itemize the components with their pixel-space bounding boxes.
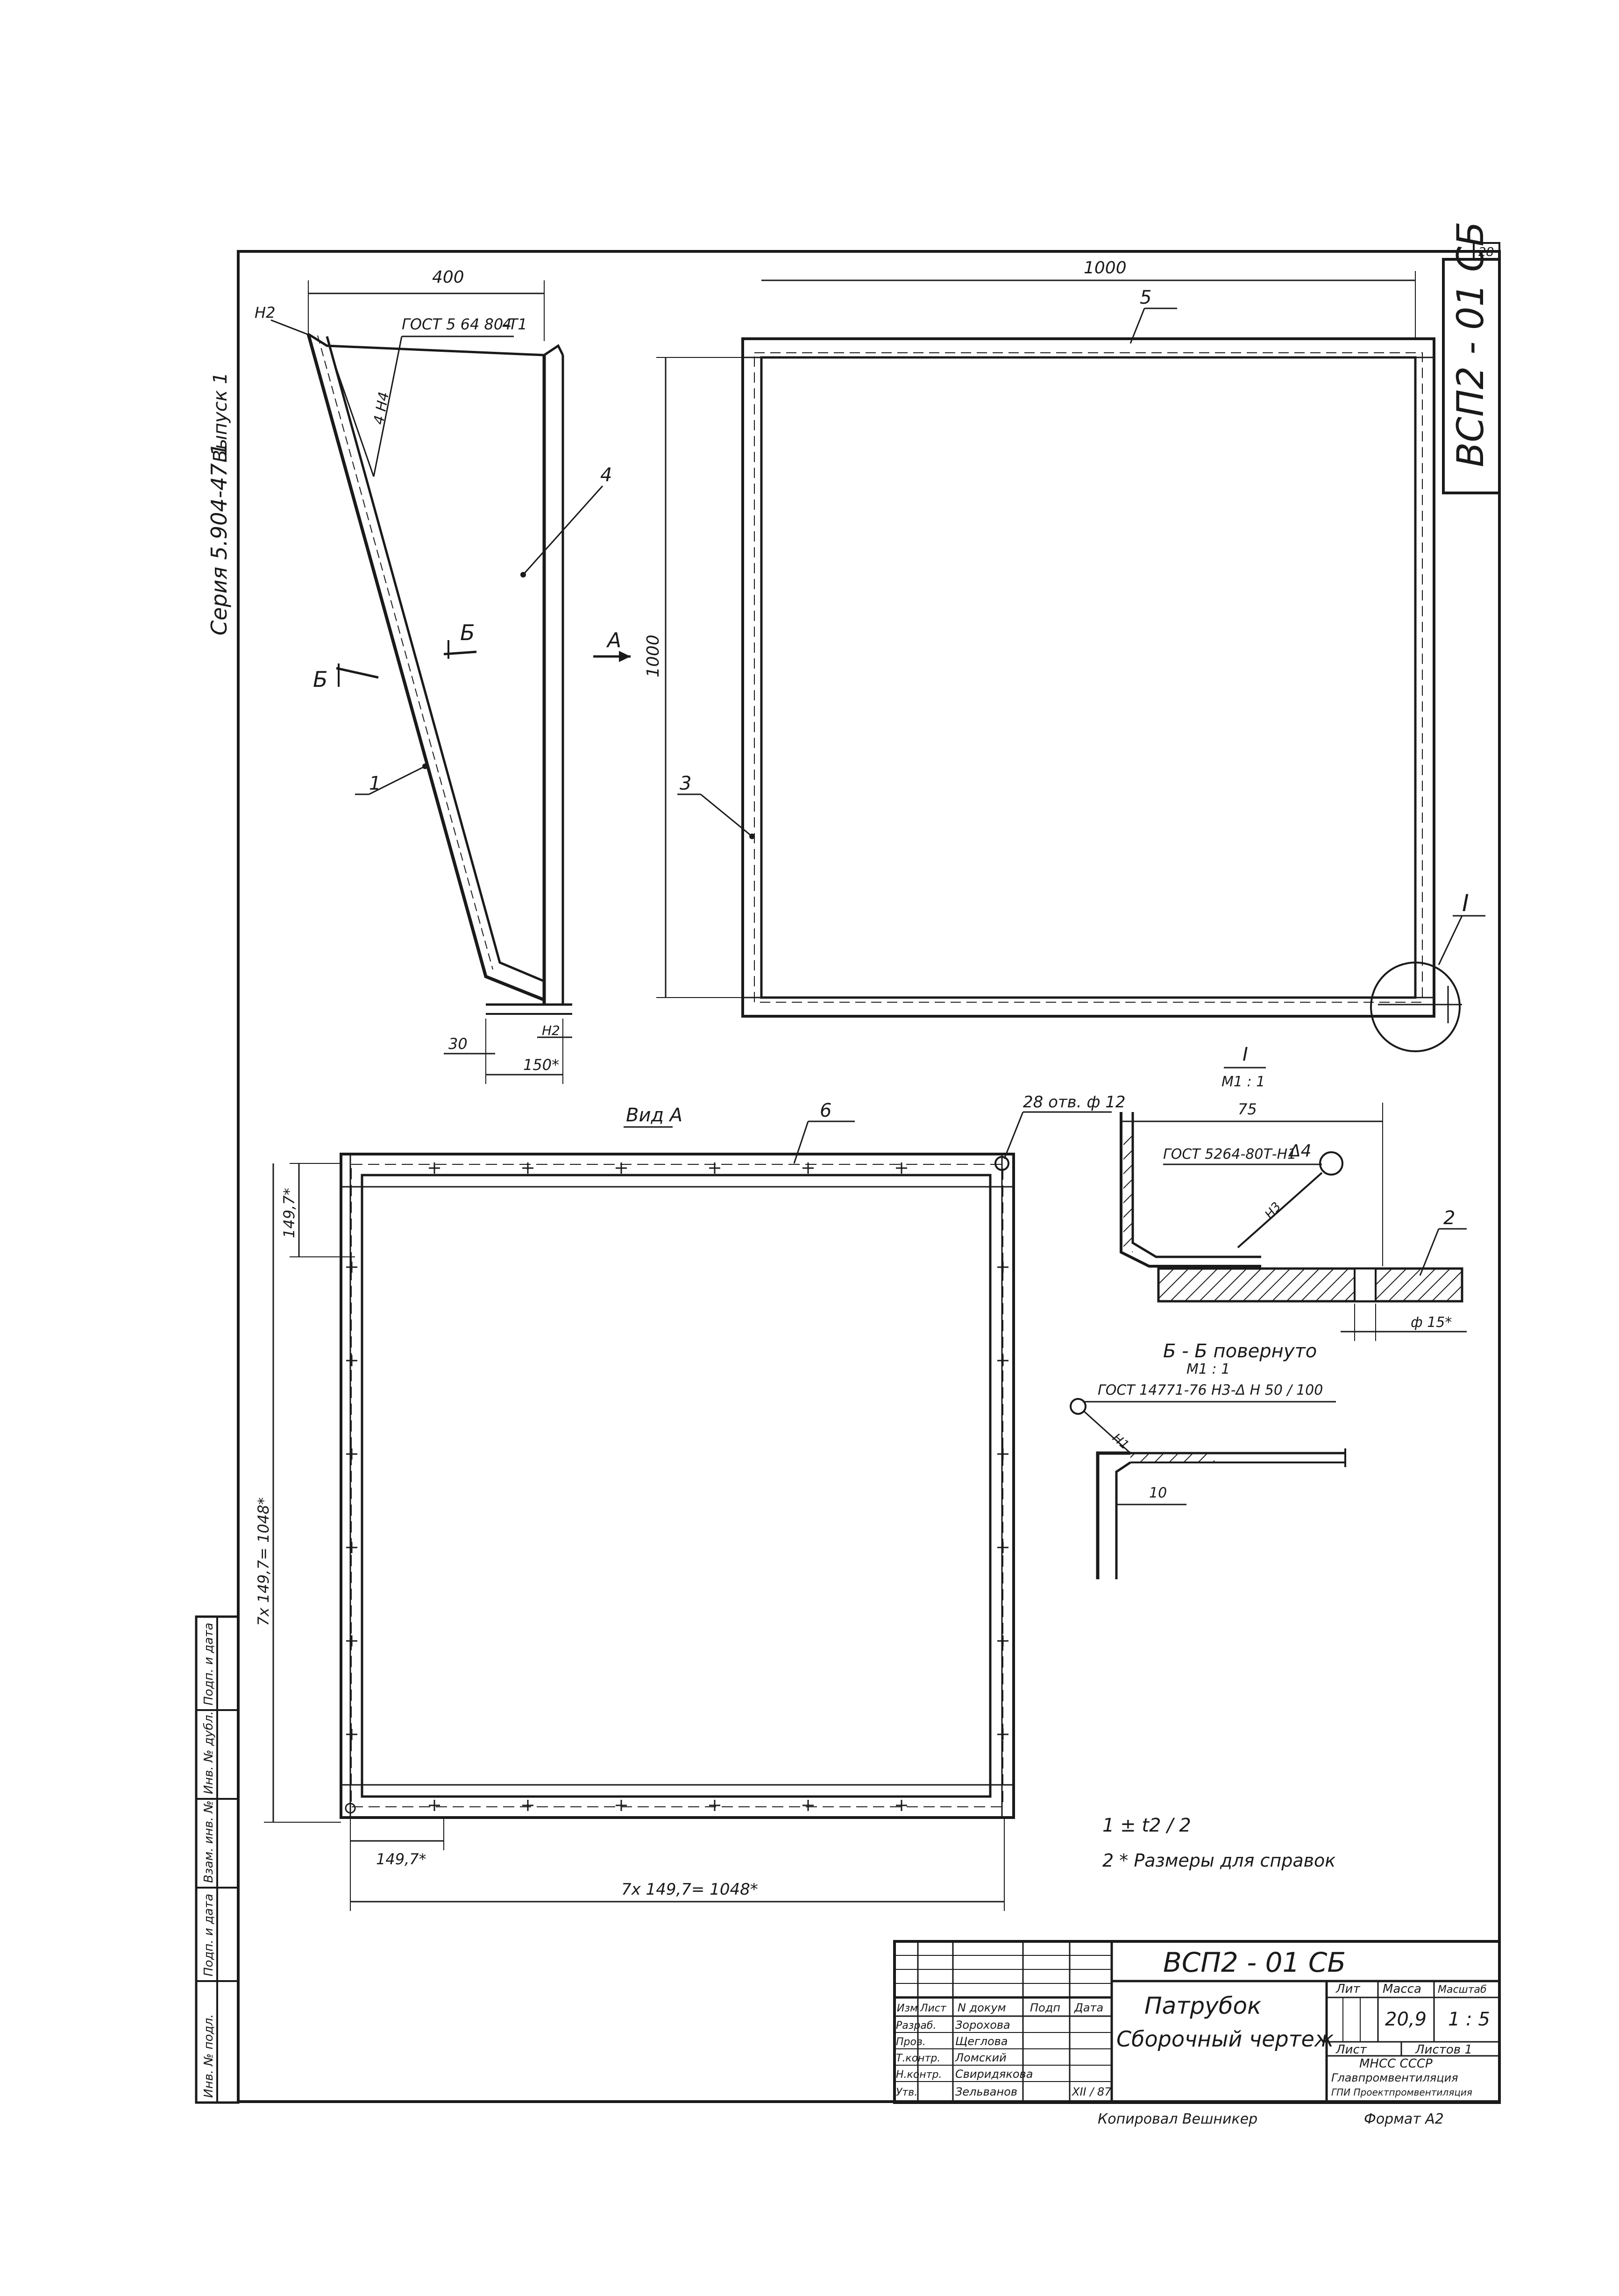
side-dim-top: 400 xyxy=(432,268,464,287)
detail-1-dim: 75 xyxy=(1238,1100,1257,1118)
tb-head-izm: Изм xyxy=(897,2003,918,2014)
view-a-dim-side-horizontal: 7х 149,7= 1048* xyxy=(621,1880,758,1899)
tb-org-line3: ГПИ Проектпромвентиляция xyxy=(1331,2087,1472,2098)
side-dim-bottom-small: 30 xyxy=(448,1035,468,1053)
tb-org-line2: Главпромвентиляция xyxy=(1331,2071,1458,2084)
stamp-field-2: Подп. и дата xyxy=(202,1894,216,1976)
view-a-dim-pitch-horizontal: 149,7* xyxy=(376,1850,426,1868)
view-a-dim-pitch-vertical: 149,7* xyxy=(280,1188,298,1238)
tb-head-doc: N докум xyxy=(958,2001,1006,2014)
view-a-title: Вид А xyxy=(626,1105,682,1126)
detail-1-hole-dim: ф 15* xyxy=(1411,1314,1452,1331)
side-part-1: 1 xyxy=(369,773,381,794)
tb-lit-label: Лит xyxy=(1335,1982,1360,1996)
sheet-frame: 28 xyxy=(237,242,1501,2103)
side-part-4: 4 xyxy=(600,464,612,486)
section-bb: Б - Б повернуто М1 : 1 ГОСТ 14771-76 Н3-… xyxy=(1070,1341,1346,1579)
stamp-field-1: Инв. № подл. xyxy=(202,2014,216,2098)
left-stamp: Подп. и дата Инв. № дубл. Взам. инв. № П… xyxy=(195,1615,240,2104)
tb-scale: 1 : 5 xyxy=(1448,2009,1490,2030)
front-view: 1000 1000 5 3 I xyxy=(644,258,1485,1052)
view-a: Вид А 6 28 отв. ф 12 149,7* xyxy=(255,1093,1125,1911)
detail-1-weld-leg: Δ4 xyxy=(1288,1141,1312,1161)
tb-row-4-name: Свиридякова xyxy=(955,2068,1033,2081)
tb-row-5-name: Зельванов xyxy=(955,2085,1017,2098)
top-designation: ВСП2 - 01 СБ xyxy=(1450,221,1492,467)
tb-name-line1: Патрубок xyxy=(1144,1992,1261,2019)
front-dim-width: 1000 xyxy=(1084,258,1127,278)
tb-row-2-role: Пров. xyxy=(896,2036,926,2048)
stamp-field-3: Взам. инв. № xyxy=(202,1800,216,1883)
detail-1-weld-note: ГОСТ 5264-80Т-Н1 xyxy=(1163,1146,1296,1162)
stamp-field-4: Инв. № дубл. xyxy=(202,1711,216,1794)
side-section-mark-right: Б xyxy=(460,620,475,645)
tb-row-1-role: Разраб. xyxy=(896,2020,936,2032)
detail-1: I М1 : 1 75 ГОСТ 5264-80Т-Н1 Δ4 Н3 2 ф 1… xyxy=(1120,1044,1467,1341)
side-dim-bottom: 150* xyxy=(523,1056,559,1074)
tb-name-line2: Сборочный чертеж xyxy=(1116,2026,1334,2052)
side-weld-top: Н2 xyxy=(255,304,275,321)
detail-1-weld-size: Н3 xyxy=(1262,1200,1284,1222)
side-weld-bottom: Н2 xyxy=(542,1023,560,1038)
section-bb-scale: М1 : 1 xyxy=(1186,1361,1230,1377)
detail-1-title: I xyxy=(1243,1044,1248,1065)
tb-head-list: Лист xyxy=(920,2003,947,2014)
tb-mass-label: Масса xyxy=(1383,1982,1421,1996)
front-dim-height: 1000 xyxy=(644,635,663,677)
tb-row-3-name: Ломский xyxy=(955,2051,1007,2064)
tb-sheets-label: Листов 1 xyxy=(1415,2043,1472,2057)
detail-1-scale: М1 : 1 xyxy=(1221,1074,1265,1090)
tb-row-3-role: Т.контр. xyxy=(896,2053,940,2064)
side-view-arrow: А xyxy=(606,628,621,652)
issue-label: Выпуск 1 xyxy=(210,372,231,463)
tb-mass: 20,9 xyxy=(1385,2009,1427,2030)
side-section-mark-left: Б xyxy=(313,667,328,692)
front-part-3: 3 xyxy=(680,773,691,794)
tb-row-4-role: Н.контр. xyxy=(896,2069,942,2081)
front-detail-mark: I xyxy=(1462,890,1469,917)
top-designation-box: ВСП2 - 01 СБ xyxy=(1442,221,1501,494)
notes: 1 ± t2 / 2 2 * Размеры для справок xyxy=(1102,1815,1335,1871)
tb-date: XII / 87 xyxy=(1071,2085,1112,2098)
view-a-dim-side-vertical: 7х 149,7= 1048* xyxy=(255,1497,272,1626)
series-label: Серия 5.904-47.1 xyxy=(206,442,232,635)
tb-designation: ВСП2 - 01 СБ xyxy=(1163,1947,1346,1978)
title-block: Изм Лист N докум Подп Дата Разраб. Зорох… xyxy=(893,1940,1501,2104)
copied-by: Копировал Вешникер xyxy=(1098,2111,1257,2127)
tb-sheet-label: Лист xyxy=(1335,2043,1367,2057)
stamp-field-5: Подп. и дата xyxy=(202,1623,216,1705)
side-view: 400 ГОСТ 5 64 80-Т1 4 4 Н4 Н2 4 1 Б Б А … xyxy=(255,268,631,1084)
tb-row-5-role: Утв. xyxy=(896,2087,917,2098)
tb-head-date: Дата xyxy=(1074,2001,1103,2014)
detail-1-part-2: 2 xyxy=(1443,1207,1455,1229)
sheet-format: Формат А2 xyxy=(1364,2111,1444,2127)
view-a-holes-note: 28 отв. ф 12 xyxy=(1023,1093,1125,1112)
tb-head-sign: Подп xyxy=(1030,2001,1060,2014)
side-weld-size: 4 Н4 xyxy=(370,391,392,426)
section-bb-weld-note: ГОСТ 14771-76 Н3-Δ Н 50 / 100 xyxy=(1098,1382,1323,1398)
tb-scale-label: Масштаб xyxy=(1438,1984,1487,1996)
view-a-part-6: 6 xyxy=(820,1100,831,1121)
note-1: 1 ± t2 / 2 xyxy=(1102,1815,1191,1836)
section-bb-title: Б - Б повернуто xyxy=(1163,1341,1317,1362)
tb-row-2-name: Щеглова xyxy=(955,2035,1008,2048)
corner-number: 28 xyxy=(1478,245,1494,259)
side-weld-leg: 4 xyxy=(502,315,511,333)
section-bb-dim: 10 xyxy=(1149,1485,1167,1501)
note-2: 2 * Размеры для справок xyxy=(1102,1850,1335,1871)
tb-row-1-name: Зорохова xyxy=(955,2018,1010,2032)
side-weld-note: ГОСТ 5 64 80-Т1 xyxy=(402,315,527,333)
section-bb-weld-size: Н1 xyxy=(1110,1431,1132,1452)
view-a-holes xyxy=(346,1162,1008,1811)
tb-org-line1: МНСС СССР xyxy=(1359,2057,1433,2071)
front-part-5: 5 xyxy=(1140,287,1151,308)
